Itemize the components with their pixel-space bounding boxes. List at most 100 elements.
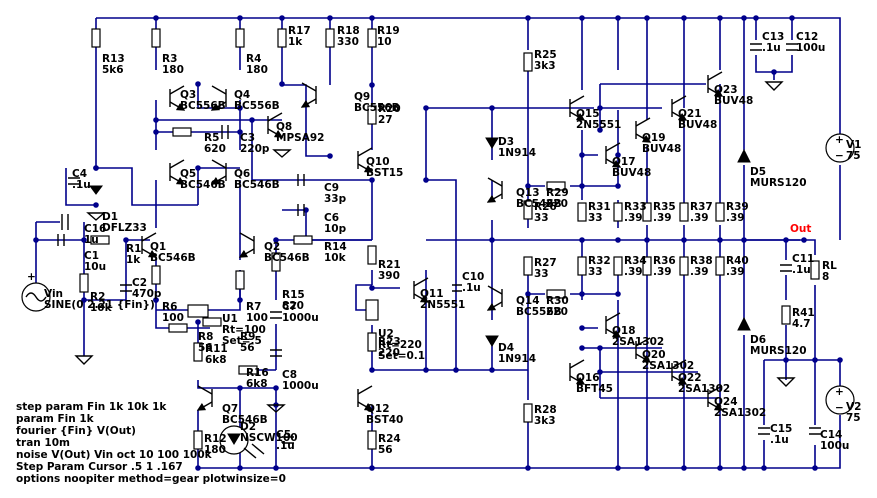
wire-junction bbox=[741, 237, 747, 243]
resistor-r24-icon[interactable] bbox=[367, 430, 377, 450]
resistor-r12-icon[interactable] bbox=[193, 430, 203, 450]
directive-line[interactable]: options noopiter method=gear plotwinsize… bbox=[16, 473, 286, 485]
resistor-r20-icon[interactable] bbox=[367, 105, 377, 125]
resistor-value-label: 1k bbox=[288, 36, 303, 48]
resistor-r17-icon[interactable] bbox=[277, 28, 287, 48]
resistor-r4-icon[interactable] bbox=[235, 28, 245, 48]
resistor-r2-icon[interactable] bbox=[79, 273, 89, 293]
resistor-r7-icon[interactable] bbox=[235, 270, 245, 290]
resistor-r31-icon[interactable] bbox=[577, 202, 587, 222]
directive-line[interactable]: fourier {Fin} V(Out) bbox=[16, 425, 136, 437]
resistor-r9-icon[interactable] bbox=[202, 317, 222, 327]
transistor-q3-icon[interactable] bbox=[169, 85, 186, 111]
resistor-value-label: 5k6 bbox=[102, 64, 124, 76]
directive-line[interactable]: param Fin 1k bbox=[16, 413, 95, 425]
resistor-r1-icon[interactable] bbox=[90, 235, 110, 245]
resistor-r33-icon[interactable] bbox=[613, 202, 623, 222]
transistor-q10-icon[interactable] bbox=[357, 147, 374, 173]
transistor-q16-icon[interactable] bbox=[569, 359, 586, 385]
directive-line[interactable]: step param Fin 1k 10k 1k bbox=[16, 401, 167, 413]
transistor-q5-icon[interactable] bbox=[169, 159, 186, 185]
directive-line[interactable]: tran 10m bbox=[16, 437, 70, 449]
transistor-value-label: BC546B bbox=[222, 414, 268, 426]
resistor-r35-icon[interactable] bbox=[642, 202, 652, 222]
wire-junction bbox=[153, 15, 159, 21]
resistor-r25-icon[interactable] bbox=[523, 52, 533, 72]
transistor-q9-icon[interactable] bbox=[300, 82, 317, 108]
wire-junction bbox=[327, 153, 333, 159]
resistor-r27-icon[interactable] bbox=[523, 256, 533, 276]
resistor-ref-label: R33 bbox=[624, 201, 647, 213]
resistor-r19-icon[interactable] bbox=[367, 28, 377, 48]
transistor-q15-icon[interactable] bbox=[569, 95, 586, 121]
resistor-value-label: 220 bbox=[546, 306, 568, 318]
resistor-r23-icon[interactable] bbox=[367, 332, 377, 352]
transistor-q19-icon[interactable] bbox=[635, 117, 652, 143]
resistor-r34-icon[interactable] bbox=[613, 256, 623, 276]
transistor-q1-icon[interactable] bbox=[141, 232, 158, 258]
resistor-ref-label: R38 bbox=[690, 255, 713, 267]
transistor-q6-icon[interactable] bbox=[210, 159, 227, 185]
resistor-r11-icon[interactable] bbox=[193, 342, 203, 362]
resistor-value-label: .39 bbox=[653, 212, 672, 224]
resistor-r13-icon[interactable] bbox=[91, 28, 101, 48]
transistor-ref-label: Q2 bbox=[264, 241, 280, 253]
transistor-q7-icon[interactable] bbox=[196, 385, 213, 411]
transistor-q23-icon[interactable] bbox=[707, 71, 724, 97]
resistor-r37-icon[interactable] bbox=[679, 202, 689, 222]
component-symbols: + +− +− bbox=[21, 43, 855, 459]
transistor-q20-icon[interactable] bbox=[635, 337, 652, 363]
resistor-ref-label: R29 bbox=[546, 187, 569, 199]
transistor-q11-icon[interactable] bbox=[413, 277, 430, 303]
resistor-r36-icon[interactable] bbox=[642, 256, 652, 276]
resistor-r5-icon[interactable] bbox=[172, 127, 192, 137]
resistor-r32-icon[interactable] bbox=[577, 256, 587, 276]
diode-d4-icon bbox=[485, 335, 499, 347]
resistor-r41-icon[interactable] bbox=[781, 305, 791, 325]
directive-line[interactable]: noise V(Out) Vin oct 10 100 100k bbox=[16, 449, 213, 461]
resistor-rl-icon[interactable] bbox=[810, 260, 820, 280]
resistor-r29-icon[interactable] bbox=[546, 181, 566, 191]
transistor-ref-label: Q8 bbox=[276, 121, 292, 133]
transistor-q22-icon[interactable] bbox=[671, 359, 688, 385]
wire-junction bbox=[273, 465, 279, 471]
resistor-r16-icon[interactable] bbox=[238, 365, 258, 375]
resistor-r30-icon[interactable] bbox=[546, 289, 566, 299]
resistor-r8-icon[interactable] bbox=[168, 323, 188, 333]
transistor-q18-icon[interactable] bbox=[605, 312, 622, 338]
diode-value-label: NSCW100 bbox=[240, 432, 298, 444]
transistor-q24-icon[interactable] bbox=[707, 385, 724, 411]
wire-junction bbox=[237, 385, 243, 391]
spice-directives: step param Fin 1k 10k 1k param Fin 1k fo… bbox=[16, 401, 286, 485]
resistor-r40-icon[interactable] bbox=[715, 256, 725, 276]
resistor-r3-icon[interactable] bbox=[151, 28, 161, 48]
transistor-q8-icon[interactable] bbox=[267, 112, 284, 138]
resistor-r6-icon[interactable] bbox=[151, 265, 161, 285]
resistor-value-label: 100 bbox=[162, 312, 184, 324]
transistor-q4-icon[interactable] bbox=[210, 85, 227, 111]
resistor-value-label: .39 bbox=[726, 212, 745, 224]
transistor-q21-icon[interactable] bbox=[671, 95, 688, 121]
transistor-q17-icon[interactable] bbox=[605, 142, 622, 168]
transistor-q13-icon[interactable] bbox=[486, 177, 503, 203]
resistor-r18-icon[interactable] bbox=[325, 28, 335, 48]
resistor-r21-icon[interactable] bbox=[367, 245, 377, 265]
resistor-r39-icon[interactable] bbox=[715, 202, 725, 222]
transistor-q2-icon[interactable] bbox=[238, 232, 255, 258]
resistor-r26-icon[interactable] bbox=[523, 200, 533, 220]
resistor-r38-icon[interactable] bbox=[679, 256, 689, 276]
directive-line[interactable]: Step Param Cursor .5 1 .167 bbox=[16, 461, 183, 473]
capacitor-value-label: 10p bbox=[324, 223, 347, 235]
resistor-ref-label: R25 bbox=[534, 49, 557, 61]
svg-text:+: + bbox=[27, 271, 36, 283]
resistor-value-label: .39 bbox=[624, 212, 643, 224]
resistor-r15-icon[interactable] bbox=[271, 252, 281, 272]
resistor-r14-icon[interactable] bbox=[293, 235, 313, 245]
resistor-r28-icon[interactable] bbox=[523, 403, 533, 423]
resistor-ref-label: R36 bbox=[653, 255, 676, 267]
transistor-q14-icon[interactable] bbox=[486, 285, 503, 311]
wire-junction bbox=[579, 237, 585, 243]
wire-junction bbox=[615, 465, 621, 471]
transistor-q12-icon[interactable] bbox=[357, 385, 374, 411]
